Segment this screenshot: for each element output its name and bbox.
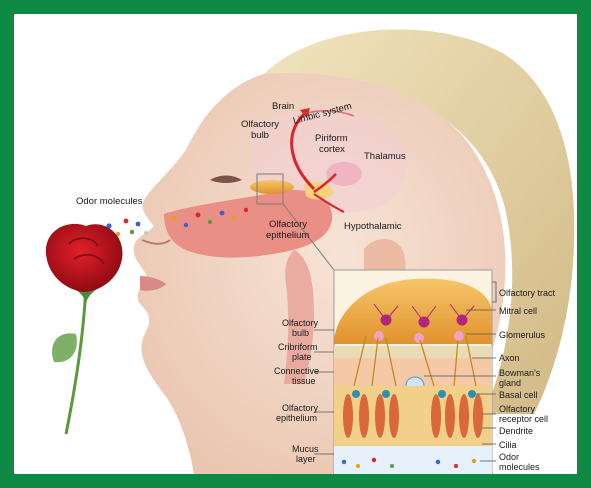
- inset-label-odor-molecules-2: molecules: [499, 462, 540, 472]
- inset-label-epithelium-1: Olfactory: [282, 403, 319, 413]
- label-piriform-cortex-2: cortex: [319, 144, 345, 155]
- inset-label-olfactory-bulb-1: Olfactory: [282, 318, 319, 328]
- inset-label-bowmans-gland-2: gland: [499, 378, 521, 388]
- diagram-panel: Brain Limbic system Olfactory bulb Pirif…: [14, 14, 577, 474]
- olfaction-diagram: Brain Limbic system Olfactory bulb Pirif…: [14, 14, 577, 474]
- inset-label-cilia: Cilia: [499, 440, 517, 450]
- label-hypothalamic: Hypothalamic: [344, 221, 402, 232]
- inset-label-receptor-1: Olfactory: [499, 404, 536, 414]
- inset-label-cribriform-2: plate: [292, 352, 312, 362]
- label-olfactory-epithelium-1: Olfactory: [269, 219, 307, 230]
- thalamus-shape: [326, 162, 362, 186]
- label-odor-molecules: Odor molecules: [76, 196, 143, 207]
- inset-label-dendrite: Dendrite: [499, 426, 533, 436]
- inset-label-olfactory-bulb-2: bulb: [292, 328, 309, 338]
- inset-label-receptor-2: receptor cell: [499, 414, 548, 424]
- inset-label-bowmans-gland-1: Bowman's: [499, 368, 541, 378]
- inset-label-mucus-1: Mucus: [292, 444, 319, 454]
- inset-label-connective-1: Connective: [274, 366, 319, 376]
- rose-bloom: [46, 224, 123, 292]
- mucus-layer: [334, 446, 492, 474]
- tissue-inset: [314, 270, 496, 474]
- inset-label-connective-2: tissue: [292, 376, 316, 386]
- rose-leaf: [52, 333, 77, 362]
- inset-label-glomerulus: Glomerulus: [499, 330, 546, 340]
- inset-label-axon: Axon: [499, 353, 520, 363]
- label-brain: Brain: [272, 101, 294, 112]
- inset-label-odor-molecules-1: Odor: [499, 452, 519, 462]
- inset-label-cribriform-1: Cribriform: [278, 342, 318, 352]
- label-olfactory-bulb-2: bulb: [251, 130, 269, 141]
- label-olfactory-epithelium-2: epithelium: [266, 230, 309, 241]
- inset-label-basal-cell: Basal cell: [499, 390, 538, 400]
- label-olfactory-bulb-1: Olfactory: [241, 119, 279, 130]
- label-thalamus: Thalamus: [364, 151, 406, 162]
- rose-stem: [66, 284, 86, 434]
- inset-label-mitral-cell: Mitral cell: [499, 306, 537, 316]
- inset-label-mucus-2: layer: [296, 454, 316, 464]
- label-piriform-cortex-1: Piriform: [315, 133, 348, 144]
- inset-label-epithelium-2: epithelium: [276, 413, 317, 423]
- inset-label-olfactory-tract: Olfactory tract: [499, 288, 556, 298]
